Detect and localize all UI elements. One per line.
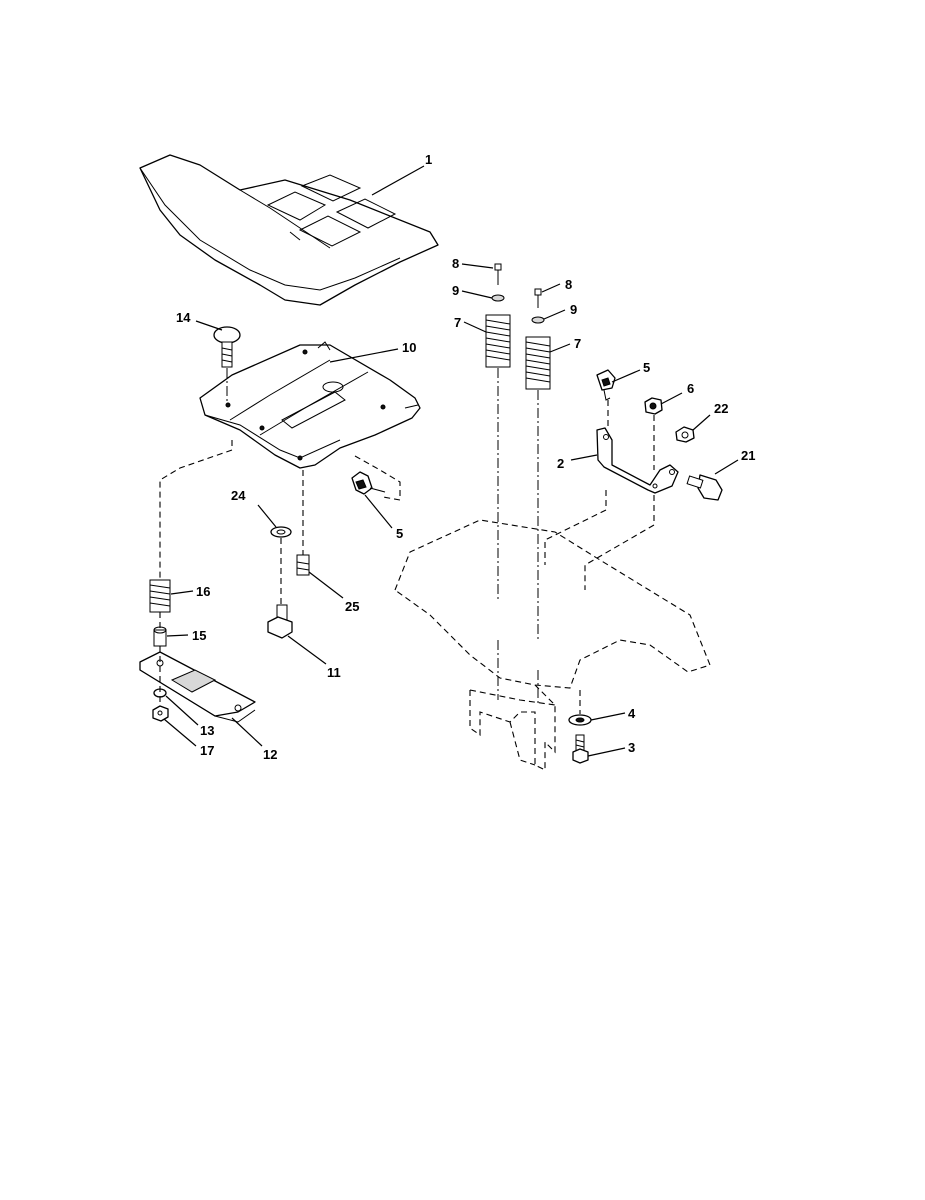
bolt-left (494, 263, 502, 285)
leader-15 (166, 634, 189, 637)
leader-12 (231, 717, 263, 747)
carriage-bolt (213, 326, 241, 368)
knob-upper (596, 369, 616, 401)
nut-6 (644, 397, 663, 415)
washer-left (491, 294, 505, 302)
callout-1: 1 (425, 152, 432, 167)
knob-11 (267, 604, 293, 639)
leader-5-upper (611, 369, 641, 383)
callout-9-right: 9 (570, 302, 577, 317)
leader-2 (570, 454, 598, 461)
callout-10: 10 (402, 340, 416, 355)
callout-14: 14 (176, 310, 191, 325)
leader-5-lower (364, 494, 393, 529)
callout-21: 21 (741, 448, 755, 463)
callout-8-left: 8 (452, 256, 459, 271)
callout-24: 24 (231, 488, 246, 503)
washer-24 (270, 526, 292, 538)
seat (139, 154, 439, 306)
spring-right (525, 336, 551, 390)
callout-12: 12 (263, 747, 277, 762)
leader-25 (308, 571, 344, 599)
leader-7-right (549, 343, 571, 353)
callout-5-upper: 5 (643, 360, 650, 375)
spring-16 (149, 579, 171, 613)
bolt-right (534, 288, 542, 308)
frame-outline (394, 519, 711, 771)
spring-left (485, 314, 511, 368)
callout-17: 17 (200, 743, 214, 758)
callout-16: 16 (196, 584, 210, 599)
callout-22: 22 (714, 401, 728, 416)
leader-10 (329, 348, 399, 363)
nut-17 (152, 705, 169, 722)
callout-3: 3 (628, 740, 635, 755)
callout-2: 2 (557, 456, 564, 471)
knob-lower (351, 471, 386, 495)
leader-3 (587, 747, 626, 757)
callout-15: 15 (192, 628, 206, 643)
callout-25: 25 (345, 599, 359, 614)
leader-1 (371, 165, 425, 196)
callout-5-lower: 5 (396, 526, 403, 541)
leader-21 (714, 459, 739, 475)
flange-nut (675, 426, 695, 443)
leader-9-right (543, 309, 566, 320)
shoulder-bolt (686, 474, 723, 501)
leader-9-left (461, 290, 493, 299)
leader-24 (257, 504, 277, 528)
callout-11: 11 (327, 665, 341, 680)
leader-8-left (461, 263, 494, 269)
seat-pan (199, 341, 421, 469)
leader-11 (287, 635, 327, 665)
bolt-25 (296, 554, 310, 576)
leader-16 (170, 590, 194, 595)
leader-22 (692, 414, 711, 431)
callout-8-right: 8 (565, 277, 572, 292)
callout-9-left: 9 (452, 283, 459, 298)
leader-4 (590, 712, 626, 721)
leader-14 (195, 320, 223, 331)
leader-8-right (541, 283, 561, 293)
callout-7-left: 7 (454, 315, 461, 330)
washer-right (531, 316, 545, 324)
leader-13 (165, 695, 199, 726)
callout-13: 13 (200, 723, 214, 738)
bracket (596, 427, 679, 494)
callout-4: 4 (628, 706, 636, 721)
spacer-15 (153, 626, 167, 647)
callout-7-right: 7 (574, 336, 581, 351)
leader-7-left (463, 321, 487, 333)
bolt-3 (572, 734, 589, 764)
leader-6 (660, 392, 683, 405)
leader-17 (163, 718, 197, 747)
callout-6: 6 (687, 381, 694, 396)
